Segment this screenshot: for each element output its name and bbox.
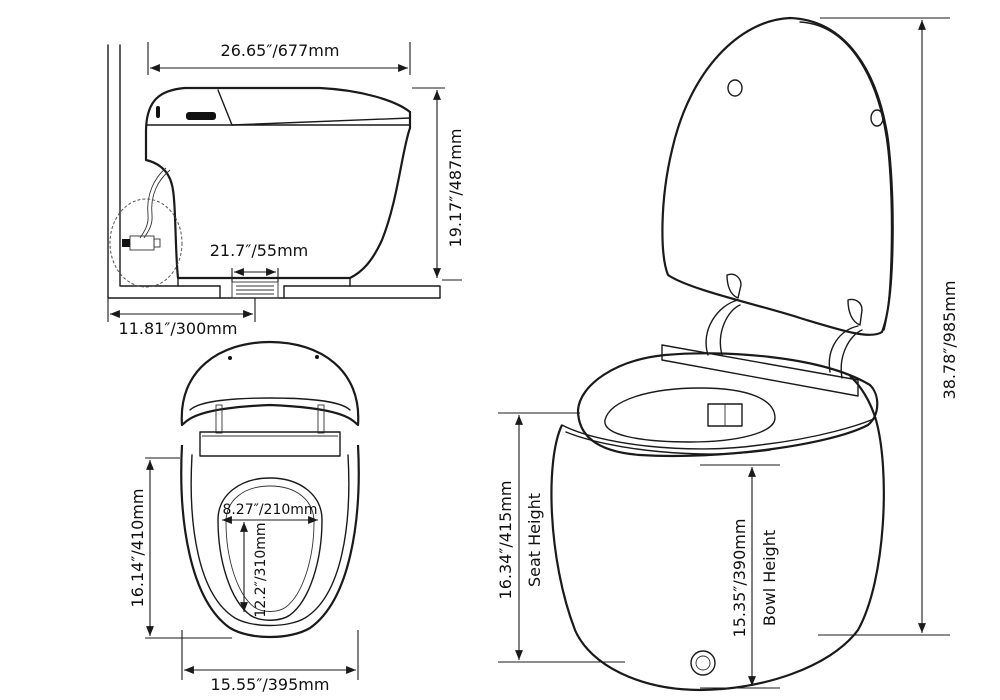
top-depth-label: 16.14″/410mm <box>128 489 147 608</box>
control-button-strip <box>186 112 216 120</box>
seat-ring <box>576 352 879 458</box>
floor-right-line <box>283 285 441 299</box>
toilet-side-body <box>144 86 412 280</box>
hinge-right <box>317 404 325 434</box>
hinge-arm-left <box>705 299 739 356</box>
length-label: 26.65″/677mm <box>221 41 340 60</box>
hinge-left <box>215 404 223 434</box>
seat-bowl-opening <box>604 387 776 443</box>
water-valve <box>129 235 155 251</box>
tank-dome-top <box>180 340 360 427</box>
seat-height-label: Seat Height <box>525 493 544 587</box>
valve-highlight-circle <box>109 198 183 288</box>
top-view: 15.55″/395mm 16.14″/410mm 8.27″/210mm 12… <box>128 340 360 694</box>
perspective-view: 38.78″/985mm 16.34″/415mm Seat Height 15… <box>496 16 959 692</box>
top-width-label: 15.55″/395mm <box>211 675 330 694</box>
total-height-label: 38.78″/985mm <box>940 281 959 400</box>
open-lid <box>661 16 894 336</box>
hinge-arm-right <box>828 325 859 373</box>
height-label: 19.17″/487mm <box>446 129 465 248</box>
seat-opening <box>217 477 323 621</box>
opening-length-label: 12.2″/310mm <box>253 522 269 617</box>
bowl-height-value: 15.35″/390mm <box>730 519 749 638</box>
seat-rear-bar <box>199 431 341 457</box>
wall-inner-line <box>119 44 221 287</box>
bowl-height-label: Bowl Height <box>760 530 779 626</box>
bowl-body <box>550 375 885 692</box>
side-view: 26.65″/677mm 19.17″/487mm 21.7″/55mm 11.… <box>107 41 465 338</box>
rough-in-label: 11.81″/300mm <box>119 319 238 338</box>
lid-bumper-left <box>727 79 743 97</box>
indicator-icon <box>156 106 160 118</box>
water-hose <box>143 169 171 239</box>
bowl-top-outline <box>180 444 360 639</box>
wall-and-floor-outline <box>107 44 441 299</box>
lid-bumper-right <box>870 109 884 127</box>
seat-top-outline <box>190 454 350 627</box>
valve-knob-icon <box>122 239 130 247</box>
outlet-label: 21.7″/55mm <box>210 241 309 260</box>
opening-width-label: 8.27″/210mm <box>222 502 317 518</box>
seat-height-value: 16.34″/415mm <box>496 481 515 600</box>
power-button-icon <box>690 650 716 676</box>
